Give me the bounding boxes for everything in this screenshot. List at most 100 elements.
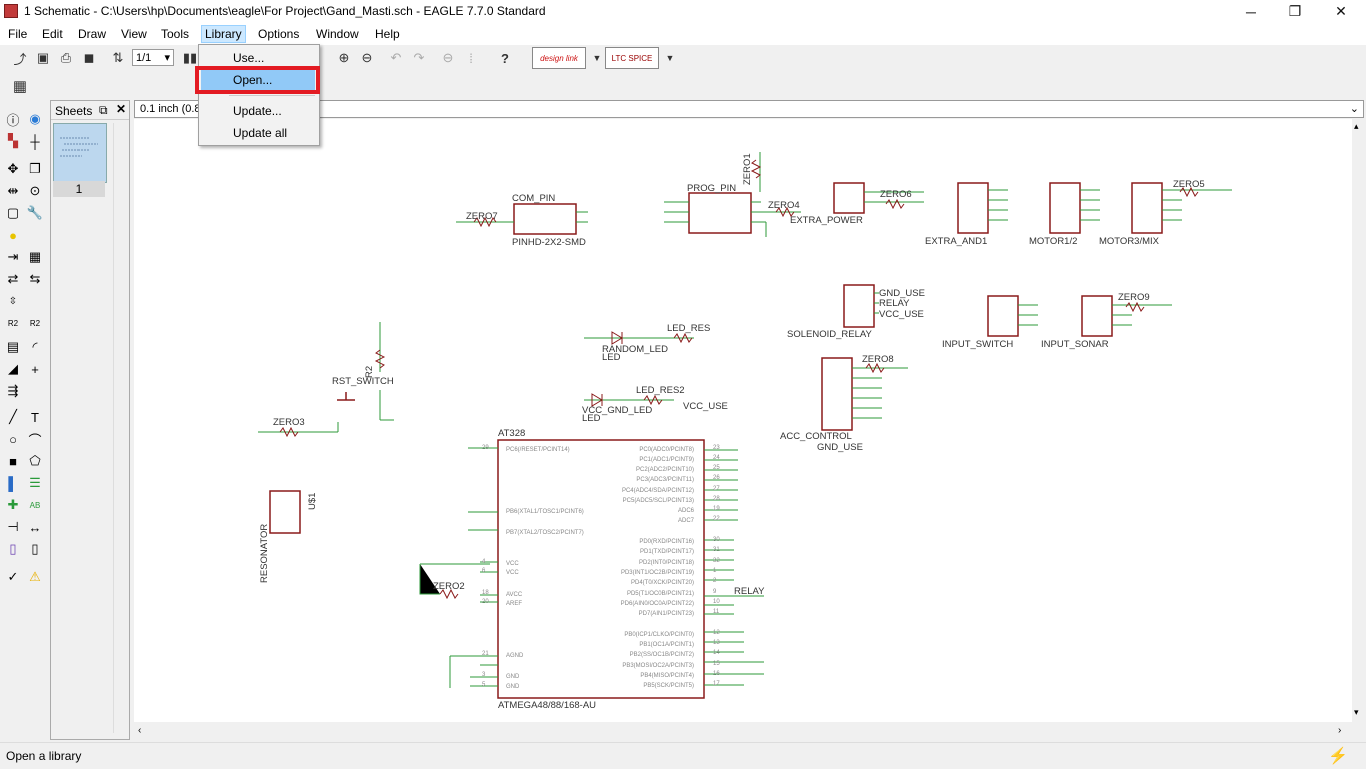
close-button[interactable]: ✕ (1335, 3, 1347, 19)
mcu-pin-number: 1 (713, 568, 717, 574)
rotate-icon[interactable]: ⊙ (29, 183, 41, 198)
menu-view[interactable]: View (121, 27, 147, 41)
design-link-logo[interactable]: design link (532, 47, 586, 69)
value-icon[interactable]: R2 (29, 318, 41, 328)
cam-processor-icon[interactable]: ◼ (83, 50, 95, 65)
rect-icon[interactable]: ■ (9, 453, 17, 469)
display-icon[interactable]: ▚ (8, 133, 18, 148)
wire-icon[interactable]: ╱ (9, 409, 17, 424)
sheet-select[interactable]: 1/1▾ (132, 49, 174, 66)
menu-library[interactable]: Library (201, 25, 246, 43)
chevron-down-icon[interactable]: ▼ (592, 53, 602, 63)
mcu-pin-number: 26 (713, 475, 720, 481)
change-icon[interactable]: 🔧 (26, 205, 44, 220)
menu-file[interactable]: File (8, 27, 28, 41)
board-switch-icon[interactable]: ⇅ (112, 50, 124, 65)
print-icon[interactable]: ⎙ (60, 50, 72, 65)
minimize-button[interactable]: ─ (1246, 3, 1256, 20)
delete-icon[interactable]: ⇥ (7, 249, 19, 264)
group-icon[interactable]: ▢ (6, 205, 20, 220)
optimize-icon[interactable]: ⇶ (7, 383, 19, 398)
show-icon[interactable]: ◉ (29, 111, 41, 126)
scroll-left-icon[interactable]: ‹ (138, 725, 142, 736)
modules-icon[interactable]: ▯ (31, 541, 39, 556)
scroll-up-icon[interactable]: ▴ (1354, 121, 1359, 131)
frame-icon[interactable]: ▯ (9, 541, 17, 556)
miter-icon[interactable]: ◜ (32, 339, 38, 354)
add-icon[interactable]: ▦ (28, 249, 42, 264)
menu-item-update[interactable]: Update... (233, 104, 282, 118)
status-text: Open a library (6, 749, 82, 763)
open-file-icon[interactable]: ⤴ (13, 51, 27, 67)
coordinate-bar[interactable]: 0.1 inch (0.8 ⌄ (134, 100, 1364, 118)
mcu-pin-number: 9 (713, 589, 717, 595)
mcu-pin-label: PB3(MOSI/OC2A/PCINT3) (622, 663, 694, 669)
arc-icon[interactable]: ⌒ (28, 432, 42, 448)
menu-item-update-all[interactable]: Update all (233, 126, 288, 140)
label-zero6: ZERO6 (880, 189, 912, 200)
menu-window[interactable]: Window (316, 27, 359, 41)
title-bar: 1 Schematic - C:\Users\hp\Documents\eagl… (0, 0, 1366, 23)
chevron-down-icon[interactable]: ⌄ (1349, 103, 1359, 115)
paste-icon[interactable]: ● (9, 227, 17, 243)
dimension-icon[interactable]: ↔ (28, 519, 42, 535)
schematic-drawing: COM_PIN PINHD-2X2-SMD ZERO7 PROG_PIN ZER… (258, 152, 1232, 711)
replace-icon[interactable]: ⇆ (29, 271, 41, 286)
undock-icon[interactable]: ⧉ (99, 103, 108, 117)
erc-icon[interactable]: ✓ (7, 569, 19, 584)
menu-item-open[interactable]: Open... (201, 70, 315, 90)
restore-button[interactable]: ❐ (1288, 3, 1302, 19)
vertical-scrollbar[interactable]: ▴ ▾ (1352, 119, 1366, 722)
zoom-select-icon[interactable]: ⊖ (361, 50, 373, 65)
warning-icon[interactable]: ⚠ (29, 569, 41, 584)
info-icon[interactable]: ⓘ (6, 112, 20, 128)
chevron-down-icon[interactable]: ▼ (665, 53, 675, 63)
mirror-icon[interactable]: ⇹ (7, 183, 19, 198)
label-zero5: ZERO5 (1173, 179, 1205, 190)
bus-icon[interactable]: ▌ (8, 475, 18, 491)
move-icon[interactable]: ✥ (7, 161, 19, 176)
sheet-thumbnail[interactable] (53, 123, 107, 183)
text-icon[interactable]: T (31, 409, 39, 425)
save-icon[interactable]: ▣ (36, 50, 50, 65)
smash-icon[interactable]: ▤ (6, 339, 20, 354)
pinswap-icon[interactable]: ⇄ (7, 271, 19, 286)
schematic-canvas[interactable]: COM_PIN PINHD-2X2-SMD ZERO7 PROG_PIN ZER… (134, 119, 1352, 722)
polygon-icon[interactable]: ⬠ (29, 453, 41, 468)
name-icon[interactable]: R2 (7, 318, 19, 328)
net-icon[interactable]: ☰ (29, 475, 41, 490)
scroll-right-icon[interactable]: › (1338, 725, 1342, 736)
grid-icon[interactable]: ▦ (12, 78, 28, 95)
sheets-scrollbar[interactable] (113, 123, 128, 733)
label-vcc-use: VCC_USE (879, 309, 924, 320)
menu-item-use[interactable]: Use... (233, 51, 265, 65)
redo-icon[interactable]: ↷ (413, 50, 425, 65)
horizontal-scrollbar[interactable]: ‹ › (134, 722, 1366, 742)
undo-icon[interactable]: ↶ (390, 50, 402, 65)
circle-icon[interactable]: ○ (9, 431, 17, 447)
junction-icon[interactable]: ✚ (7, 497, 19, 512)
menu-edit[interactable]: Edit (42, 27, 63, 41)
label-icon[interactable]: AB (29, 500, 41, 510)
zoom-in-icon[interactable]: ⊕ (338, 50, 350, 65)
help-icon[interactable]: ? (501, 50, 509, 66)
menu-help[interactable]: Help (375, 27, 400, 41)
invoke-icon[interactable]: + (31, 361, 39, 377)
menu-tools[interactable]: Tools (161, 27, 190, 41)
gateswap-icon[interactable]: ⇳ (8, 295, 18, 307)
stop-icon[interactable]: ⊖ (442, 50, 454, 65)
mcu-pin-number: 5 (482, 682, 486, 688)
mark-icon[interactable]: ┼ (30, 133, 40, 149)
split-icon[interactable]: ◢ (8, 361, 18, 376)
menu-draw[interactable]: Draw (78, 27, 107, 41)
sheet-number[interactable]: 1 (53, 181, 105, 197)
copy-icon[interactable]: ❐ (29, 161, 41, 176)
script-icon[interactable]: ▮▮ (182, 50, 198, 65)
scroll-down-icon[interactable]: ▾ (1354, 707, 1359, 717)
go-icon[interactable]: ⁞ (469, 50, 473, 66)
close-icon[interactable]: ✕ (116, 102, 127, 116)
ltspice-logo[interactable]: LTC SPICE (605, 47, 659, 69)
label-com-pin: COM_PIN (512, 193, 555, 204)
attribute-icon[interactable]: ⊣ (7, 519, 19, 534)
menu-options[interactable]: Options (258, 27, 300, 41)
